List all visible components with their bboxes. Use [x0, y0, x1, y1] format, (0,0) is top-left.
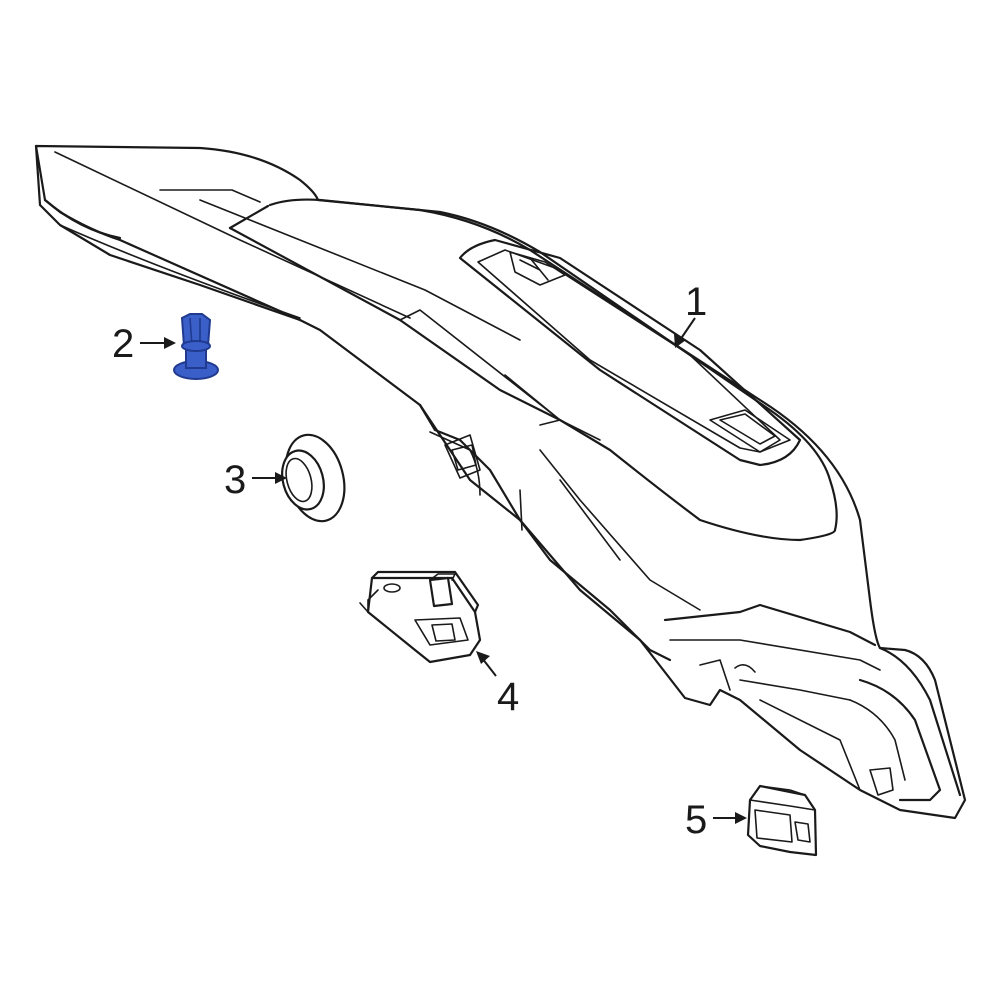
callout-arrowhead-4	[476, 651, 490, 664]
callout-arrow-1	[679, 317, 696, 341]
part-5-connector[interactable]	[746, 784, 818, 857]
callout-label-3: 3	[224, 458, 246, 502]
callout-label-5: 5	[685, 798, 707, 842]
part-2-push-pin-clip[interactable]	[173, 313, 219, 380]
callout-arrowhead-1	[674, 334, 686, 348]
callout-label-1: 1	[685, 280, 707, 324]
callout-5: 5	[685, 798, 747, 842]
callout-3: 3	[224, 458, 287, 502]
callout-label-2: 2	[112, 322, 134, 366]
callout-arrowhead-5	[735, 812, 747, 824]
part-3-grommet-plug[interactable]	[276, 428, 354, 527]
callout-4: 4	[476, 651, 519, 719]
part-4-lamp-assembly[interactable]	[359, 570, 482, 664]
part-1-liftgate-trim-panel[interactable]	[34, 144, 967, 820]
callout-1: 1	[674, 280, 707, 348]
callout-arrowhead-2	[164, 337, 176, 349]
callout-arrowhead-3	[275, 472, 287, 484]
callout-label-4: 4	[497, 675, 519, 719]
callout-2: 2	[112, 322, 176, 366]
